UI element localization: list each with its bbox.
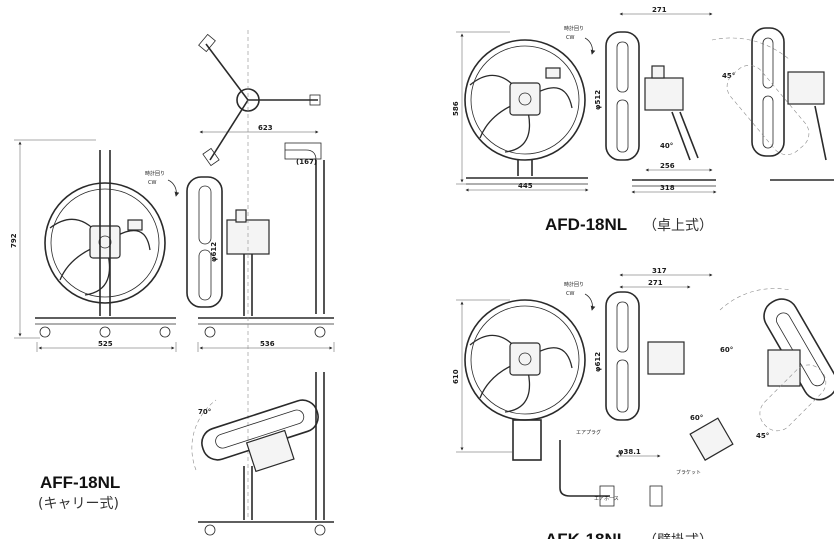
afk-angle3-label: 60° — [690, 414, 703, 422]
aff-guard-dim: φ612 — [210, 242, 218, 262]
afk-guard-dim: φ612 — [594, 352, 602, 372]
aff-tilt-view: 70° — [191, 372, 334, 536]
afd-depth1-dim: 256 — [660, 162, 675, 170]
afk-tilt-view: 60° 45° — [719, 288, 834, 440]
aff-top-view — [198, 30, 321, 520]
aff-depth-dim: 536 — [260, 340, 275, 348]
afd-front-view: 時計回り CW 586 445 — [452, 25, 596, 192]
aff-model-name: AFF-18NL — [40, 473, 120, 492]
afd-angle2-label: 40° — [660, 142, 673, 150]
afk-model-name: AFK-18NL — [545, 530, 627, 539]
afk-front-view: 時計回り CW 610 — [452, 281, 596, 461]
aff-side-view: (167) φ612 623 536 — [186, 124, 335, 352]
afk-top2-dim: 271 — [648, 279, 663, 287]
aff-width-dim: 525 — [98, 340, 113, 348]
afk-note-bracket: ブラケット — [676, 469, 701, 476]
aff-rotation-en: CW — [148, 180, 156, 186]
afd-rotation-en: CW — [566, 35, 574, 41]
afd-depth2-dim: 318 — [660, 184, 675, 192]
aff-model-type: (キャリー式) — [38, 496, 119, 512]
afk-top1-dim: 317 — [652, 267, 667, 275]
afk-note-plug: エアプラグ — [576, 429, 601, 436]
afk-model-type: （壁掛式） — [643, 533, 713, 539]
afd-top-dim: 271 — [652, 6, 667, 14]
aff-angle-label: 70° — [198, 408, 211, 416]
aff-cord-dim: (167) — [296, 158, 317, 166]
afd-angle1-label: 45° — [722, 72, 735, 80]
afd-side-view: φ512 271 40° 256 318 — [594, 6, 717, 194]
afk-angle2-label: 45° — [756, 432, 769, 440]
afd-height-dim: 586 — [452, 101, 460, 116]
afd-model-name: AFD-18NL — [545, 215, 627, 234]
afd-model-type: （卓上式） — [643, 218, 713, 234]
afk-side-view: φ612 317 271 60° φ38.1 エアプラグ エアホース ブラケット — [559, 267, 734, 507]
afk-rotation-label: 時計回り — [564, 281, 584, 288]
afd-guard-dim: φ512 — [594, 90, 602, 110]
afk-height-dim: 610 — [452, 369, 460, 384]
afd-rotation-label: 時計回り — [564, 25, 584, 32]
afd-tilt-view: 45° — [711, 27, 834, 181]
afk-pipe-dim: φ38.1 — [618, 448, 641, 456]
afk-angle1-label: 60° — [720, 346, 733, 354]
afd-base-dim: 445 — [518, 182, 533, 190]
aff-rotation-label: 時計回り — [145, 170, 165, 177]
aff-height-dim: 792 — [10, 233, 18, 248]
afk-rotation-en: CW — [566, 291, 574, 297]
aff-front-view: 時計回り CW 792 525 — [10, 139, 180, 352]
afk-note-hose: エアホース — [594, 496, 619, 502]
aff-span-dim: 623 — [258, 124, 273, 132]
